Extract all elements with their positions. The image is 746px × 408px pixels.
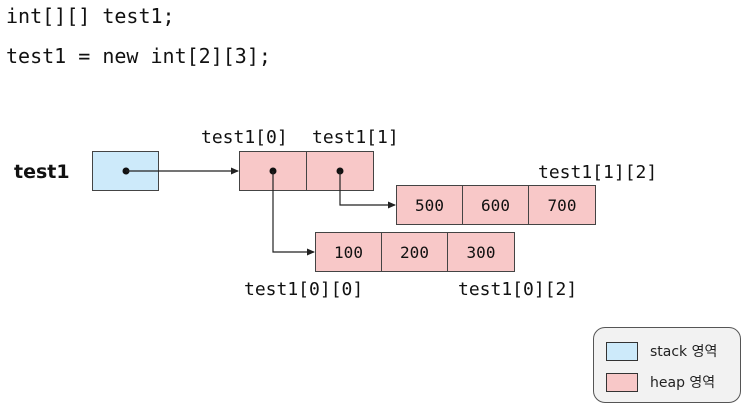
- row1-cell-2: 700: [528, 185, 596, 225]
- row1-cell-1: 600: [462, 185, 529, 225]
- code-line-declaration: int[][] test1;: [6, 4, 175, 28]
- legend-item-stack: stack 영역: [606, 341, 717, 361]
- row0-cell-2: 300: [447, 232, 515, 272]
- outer-array-label-0: test1[0]: [201, 127, 288, 148]
- legend: stack 영역 heap 영역: [593, 327, 741, 403]
- arrow-outer0-to-row0: [269, 167, 315, 256]
- outer-array-label-1: test1[1]: [312, 127, 399, 148]
- row0-cell-0: 100: [315, 232, 382, 272]
- legend-label-stack: stack 영역: [650, 344, 718, 360]
- row0-last-element-label: test1[0][2]: [458, 279, 578, 300]
- legend-label-heap: heap 영역: [650, 375, 716, 391]
- row0-first-element-label: test1[0][0]: [244, 279, 364, 300]
- row1-last-element-label: test1[1][2]: [538, 162, 658, 183]
- arrow-outer1-to-row1: [336, 167, 396, 209]
- legend-swatch-heap: [606, 372, 638, 392]
- code-line-allocation: test1 = new int[2][3];: [6, 44, 271, 68]
- legend-item-heap: heap 영역: [606, 372, 715, 392]
- row0-cell-1: 200: [381, 232, 448, 272]
- row1-cell-0: 500: [396, 185, 463, 225]
- variable-name-label: test1: [14, 161, 70, 183]
- arrow-test1-to-outer-array: [122, 167, 239, 175]
- legend-swatch-stack: [606, 341, 638, 361]
